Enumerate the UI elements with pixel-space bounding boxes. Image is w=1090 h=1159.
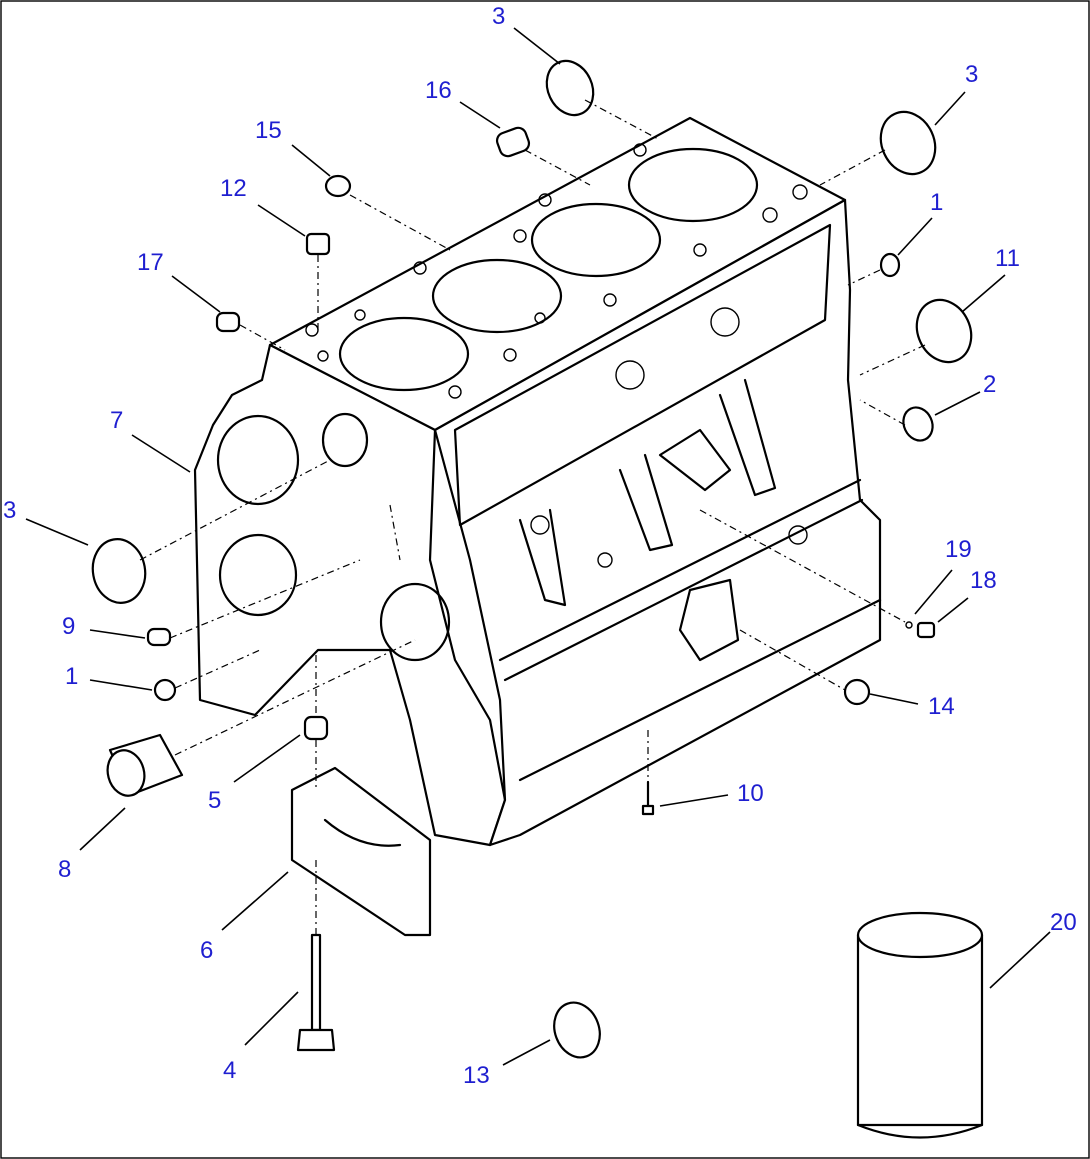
callout-13: 13 — [463, 1039, 551, 1089]
callout-6: 6 — [200, 871, 289, 964]
callout-label: 17 — [137, 249, 164, 276]
callout-label: 3 — [965, 61, 978, 88]
callout-label: 9 — [62, 613, 75, 640]
callout-label: 7 — [110, 407, 123, 434]
loose-parts — [91, 59, 984, 1139]
callout-18: 18 — [937, 567, 997, 623]
callout-3-top: 3 — [492, 3, 561, 65]
callout-label: 6 — [200, 937, 213, 964]
callout-label: 5 — [208, 787, 221, 814]
callout-5: 5 — [208, 734, 301, 814]
callout-8: 8 — [58, 807, 126, 883]
callout-label: 4 — [223, 1057, 236, 1084]
callout-3-right: 3 — [934, 61, 978, 126]
callout-2: 2 — [934, 371, 996, 416]
callout-label: 13 — [463, 1062, 490, 1089]
callout-7: 7 — [110, 407, 191, 473]
callout-label: 20 — [1050, 909, 1077, 936]
callout-1-right: 1 — [897, 189, 943, 256]
callout-label: 19 — [945, 536, 972, 563]
callout-label: 14 — [928, 693, 955, 720]
callout-9: 9 — [62, 613, 146, 640]
callout-20: 20 — [989, 909, 1077, 989]
callout-1-left: 1 — [65, 663, 153, 691]
callout-label: 1 — [65, 663, 78, 690]
callout-label: 10 — [737, 780, 764, 807]
callout-12: 12 — [220, 175, 306, 237]
callout-label: 15 — [255, 117, 282, 144]
callout-label: 18 — [970, 567, 997, 594]
cylinder-block — [193, 116, 882, 847]
callouts: 3 16 3 15 12 1 11 17 — [3, 3, 1077, 1089]
callout-label: 12 — [220, 175, 247, 202]
callout-label: 3 — [492, 3, 505, 30]
callout-label: 11 — [995, 245, 1020, 272]
callout-11: 11 — [961, 245, 1020, 313]
callout-10: 10 — [659, 780, 764, 807]
callout-17: 17 — [137, 249, 221, 313]
callout-4: 4 — [223, 991, 299, 1084]
callout-label: 16 — [425, 77, 452, 104]
callout-15: 15 — [255, 117, 331, 177]
callout-label: 1 — [930, 189, 943, 216]
callout-label: 2 — [983, 371, 996, 398]
callout-14: 14 — [869, 693, 955, 720]
callout-label: 8 — [58, 856, 71, 883]
callout-3-left: 3 — [3, 497, 89, 546]
callout-19: 19 — [914, 536, 972, 615]
callout-16: 16 — [425, 77, 501, 129]
callout-label: 3 — [3, 497, 16, 524]
center-lines — [139, 99, 926, 935]
